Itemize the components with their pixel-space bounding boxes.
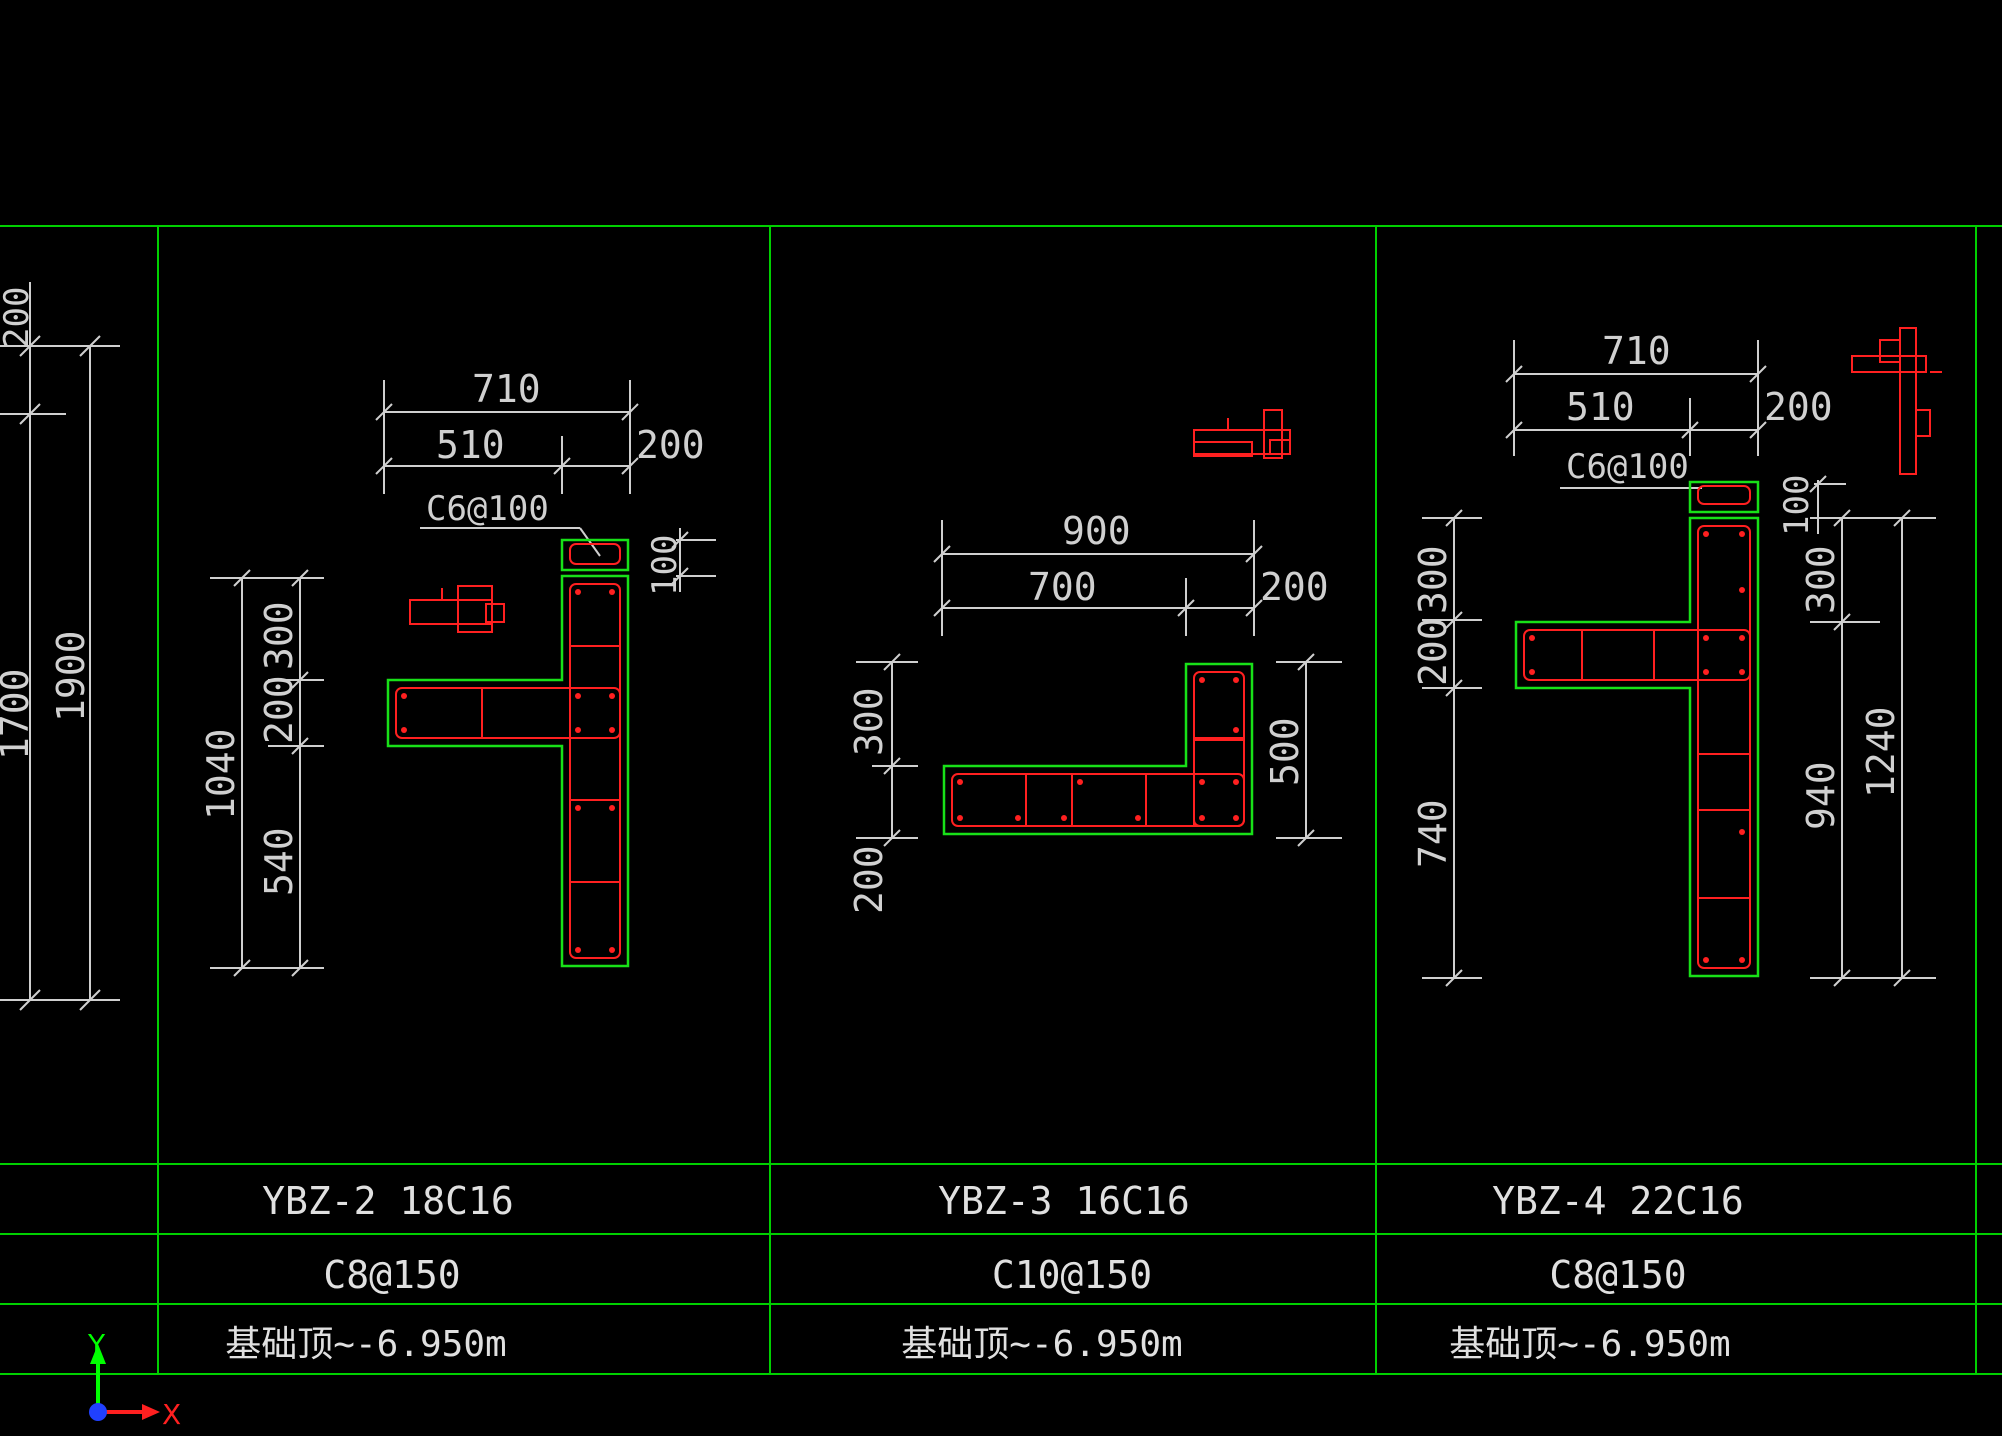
ybz-3-stirrup[interactable]: C10@150 <box>992 1253 1152 1297</box>
ybz-3-dim-300: 300 <box>847 687 891 756</box>
ybz-4-dim-1240: 1240 <box>1859 706 1903 798</box>
ybz-4-dim-940: 940 <box>1799 761 1843 830</box>
ybz-2-dim-510: 510 <box>436 423 505 467</box>
ybz-4-dim-300: 300 <box>1411 545 1455 614</box>
ybz-4-dimension-lines <box>1422 340 1936 987</box>
table-labels: YBZ-2 18C16 YBZ-3 16C16 YBZ-4 22C16 C8@1… <box>225 1179 1744 1365</box>
ybz-4-name[interactable]: YBZ-4 22C16 <box>1492 1179 1744 1223</box>
ybz-3-name[interactable]: YBZ-3 16C16 <box>938 1179 1190 1223</box>
ybz-2-name[interactable]: YBZ-2 18C16 <box>262 1179 514 1223</box>
ybz-4-dim-510: 510 <box>1566 385 1635 429</box>
ybz-3-rebar <box>951 409 1291 827</box>
ybz-4-outline <box>1514 516 1760 978</box>
ybz-4-dim-740: 740 <box>1411 799 1455 868</box>
ybz-2-tie-outline <box>560 538 630 572</box>
ybz-2-rebar-dots <box>401 589 615 953</box>
ybz-3-dim-700: 700 <box>1028 565 1097 609</box>
ybz-4-elevation[interactable]: 基础顶~-6.950m <box>1449 1324 1730 1365</box>
ybz-3-elevation[interactable]: 基础顶~-6.950m <box>901 1324 1182 1365</box>
table-grid <box>0 225 2002 1375</box>
ybz-4-dim-710: 710 <box>1602 329 1671 373</box>
ybz-2-section[interactable]: 710 510 200 C6@100 100 1040 300 200 540 <box>199 367 716 977</box>
ybz-3-dim-200: 200 <box>1260 565 1329 609</box>
axis-x-label: X <box>162 1398 181 1431</box>
ybz-4-tie-outline <box>1688 480 1760 514</box>
ybz-4-dim-100: 100 <box>1777 475 1817 536</box>
ybz-3-outline <box>942 662 1254 836</box>
ybz-2-dim-300: 300 <box>257 601 301 670</box>
left-dim-1700: 1700 <box>0 668 37 760</box>
ybz-2-dim-200: 200 <box>636 423 705 467</box>
ybz-3-dim-900: 900 <box>1062 509 1131 553</box>
ybz-4-dim-200: 200 <box>1764 385 1833 429</box>
ybz-4-dim-300r: 300 <box>1799 545 1843 614</box>
ybz-2-outline <box>386 574 630 968</box>
ybz-2-dim-710: 710 <box>472 367 541 411</box>
ybz-3-dim-200v: 200 <box>847 845 891 914</box>
ybz-2-dim-540: 540 <box>257 827 301 896</box>
ybz-4-stirrup[interactable]: C8@150 <box>1549 1253 1686 1297</box>
ybz-3-rebar-dots <box>957 677 1239 821</box>
ybz-4-tie-label: C6@100 <box>1566 447 1689 487</box>
ybz-4-dim-200v: 200 <box>1411 617 1455 686</box>
ybz-2-stirrup[interactable]: C8@150 <box>323 1253 460 1297</box>
ybz-4-rebar-dots <box>1529 531 1745 963</box>
ybz-2-dim-1040: 1040 <box>199 728 243 820</box>
ybz-4-rebar <box>1523 327 1942 969</box>
ybz-2-dimension-lines <box>210 380 716 977</box>
ybz-2-dim-100: 100 <box>645 535 685 596</box>
left-dim-200: 200 <box>0 287 37 348</box>
ucs-axis-icon: Y X <box>87 1328 181 1431</box>
left-partial-dimensions <box>0 282 120 1011</box>
ybz-2-tie-label: C6@100 <box>426 489 549 529</box>
ybz-3-dim-500: 500 <box>1263 717 1307 786</box>
ybz-4-section[interactable]: 710 510 200 C6@100 100 300 200 740 300 9… <box>1411 327 1942 987</box>
ybz-2-elevation[interactable]: 基础顶~-6.950m <box>225 1324 506 1365</box>
ybz-2-dim-200v: 200 <box>257 675 301 744</box>
axis-y-label: Y <box>87 1328 106 1361</box>
left-dim-1900: 1900 <box>49 630 93 722</box>
ybz-2-rebar <box>395 543 621 959</box>
ybz-3-dimension-lines <box>856 520 1342 847</box>
ybz-3-section[interactable]: 900 700 200 300 200 500 <box>847 409 1342 914</box>
